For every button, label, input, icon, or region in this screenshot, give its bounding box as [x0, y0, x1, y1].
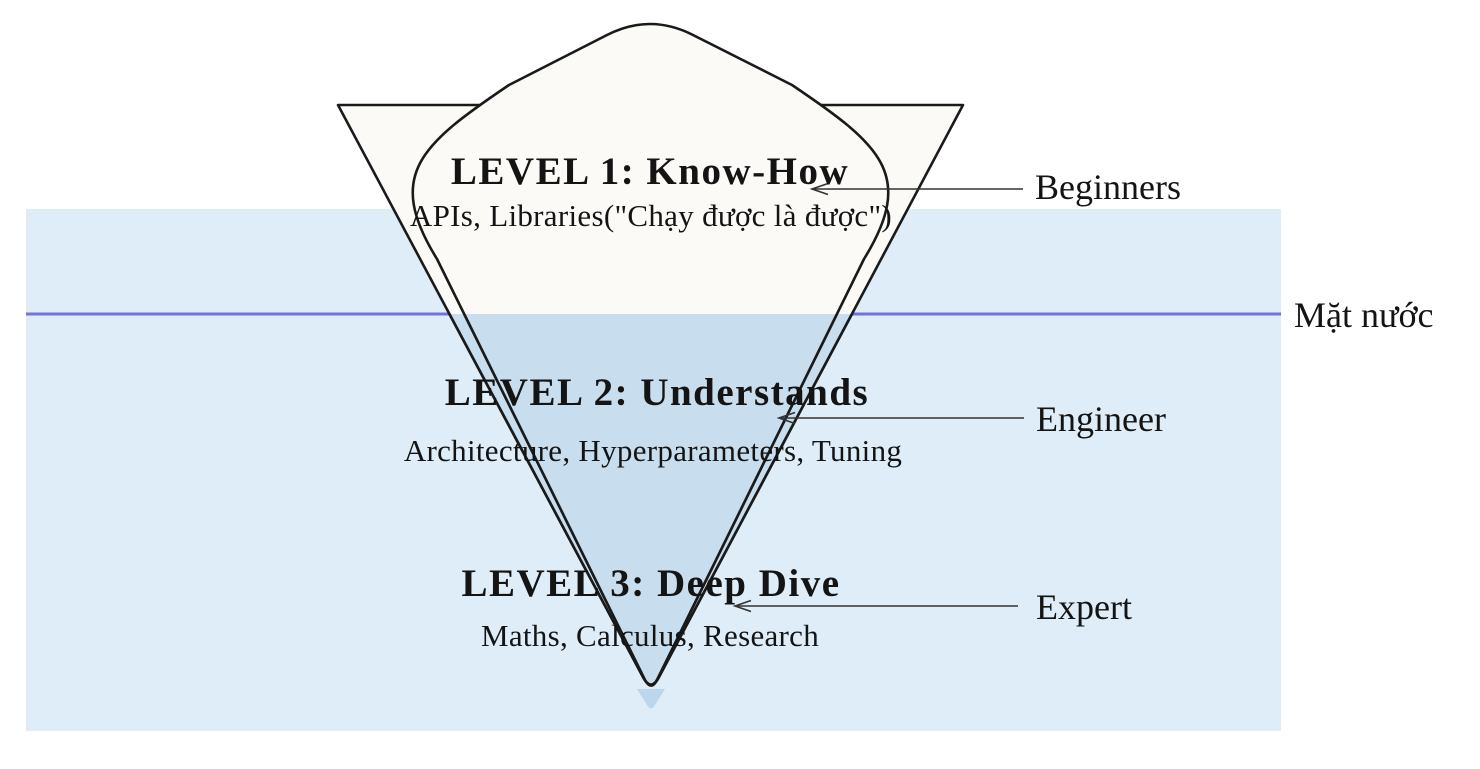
left-arrowhead-icon	[776, 411, 796, 425]
beginners-label: Beginners	[1035, 167, 1181, 207]
engineer-label: Engineer	[1036, 399, 1166, 439]
level1-title: LEVEL 1: Know-How	[451, 150, 849, 193]
submerged-tint-group	[447, 314, 854, 709]
engineer-arrow	[776, 411, 1024, 425]
level2-title: LEVEL 2: Understands	[445, 371, 869, 414]
level1-subtitle: APIs, Libraries("Chạy được là được")	[410, 198, 892, 233]
level3-title: LEVEL 3: Deep Dive	[461, 562, 840, 605]
beginners-arrow	[809, 182, 1023, 196]
left-arrowhead-icon	[732, 599, 752, 613]
level3-subtitle: Maths, Calculus, Research	[481, 618, 819, 653]
submerged-tint	[449, 314, 852, 685]
water-surface-label: Mặt nước	[1294, 295, 1434, 335]
submerged-tip-tail	[637, 689, 665, 709]
expert-arrow	[732, 599, 1018, 613]
expert-label: Expert	[1036, 587, 1132, 627]
left-arrowhead-icon	[809, 182, 829, 196]
level2-subtitle: Architecture, Hyperparameters, Tuning	[404, 433, 902, 468]
